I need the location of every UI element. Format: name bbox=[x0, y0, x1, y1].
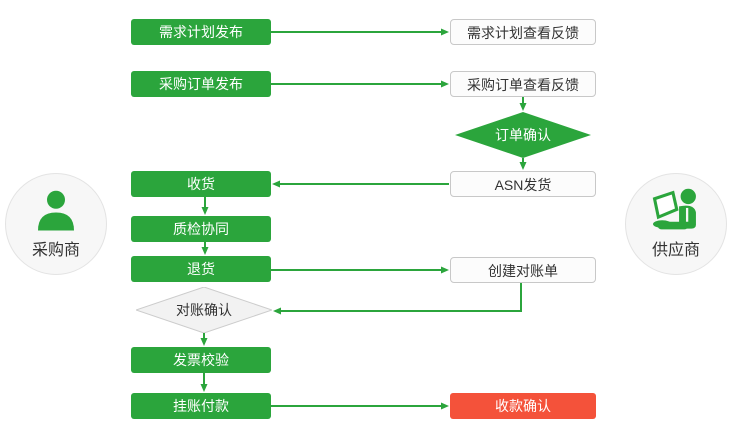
node-reconcile-confirm: 对账确认 bbox=[136, 287, 272, 333]
node-po-feedback: 采购订单查看反馈 bbox=[450, 71, 596, 97]
node-create-statement: 创建对账单 bbox=[450, 257, 596, 283]
node-return-goods: 退货 bbox=[131, 256, 271, 282]
actor-supplier-label: 供应商 bbox=[651, 242, 700, 259]
node-demand-plan-feedback: 需求计划查看反馈 bbox=[450, 19, 596, 45]
node-order-confirm-label: 订单确认 bbox=[495, 127, 551, 143]
node-asn-ship: ASN发货 bbox=[450, 171, 596, 197]
node-reconcile-confirm-label: 对账确认 bbox=[176, 302, 232, 318]
node-payment-on-account: 挂账付款 bbox=[131, 393, 271, 419]
actor-buyer: 采购商 bbox=[5, 173, 107, 275]
actor-supplier: 供应商 bbox=[625, 173, 727, 275]
node-order-confirm: 订单确认 bbox=[455, 112, 591, 158]
node-po-publish: 采购订单发布 bbox=[131, 71, 271, 97]
node-demand-plan-publish: 需求计划发布 bbox=[131, 19, 271, 45]
node-quality-check: 质检协同 bbox=[131, 216, 271, 242]
node-receive-goods: 收货 bbox=[131, 171, 271, 197]
supplier-laptop-person-icon bbox=[652, 188, 696, 230]
node-invoice-check: 发票校验 bbox=[131, 347, 271, 373]
actor-buyer-label: 采购商 bbox=[31, 242, 80, 259]
buyer-person-icon bbox=[38, 190, 74, 231]
diamond-shape bbox=[136, 287, 272, 333]
diamond-shape bbox=[455, 112, 591, 158]
node-receipt-confirm: 收款确认 bbox=[450, 393, 596, 419]
